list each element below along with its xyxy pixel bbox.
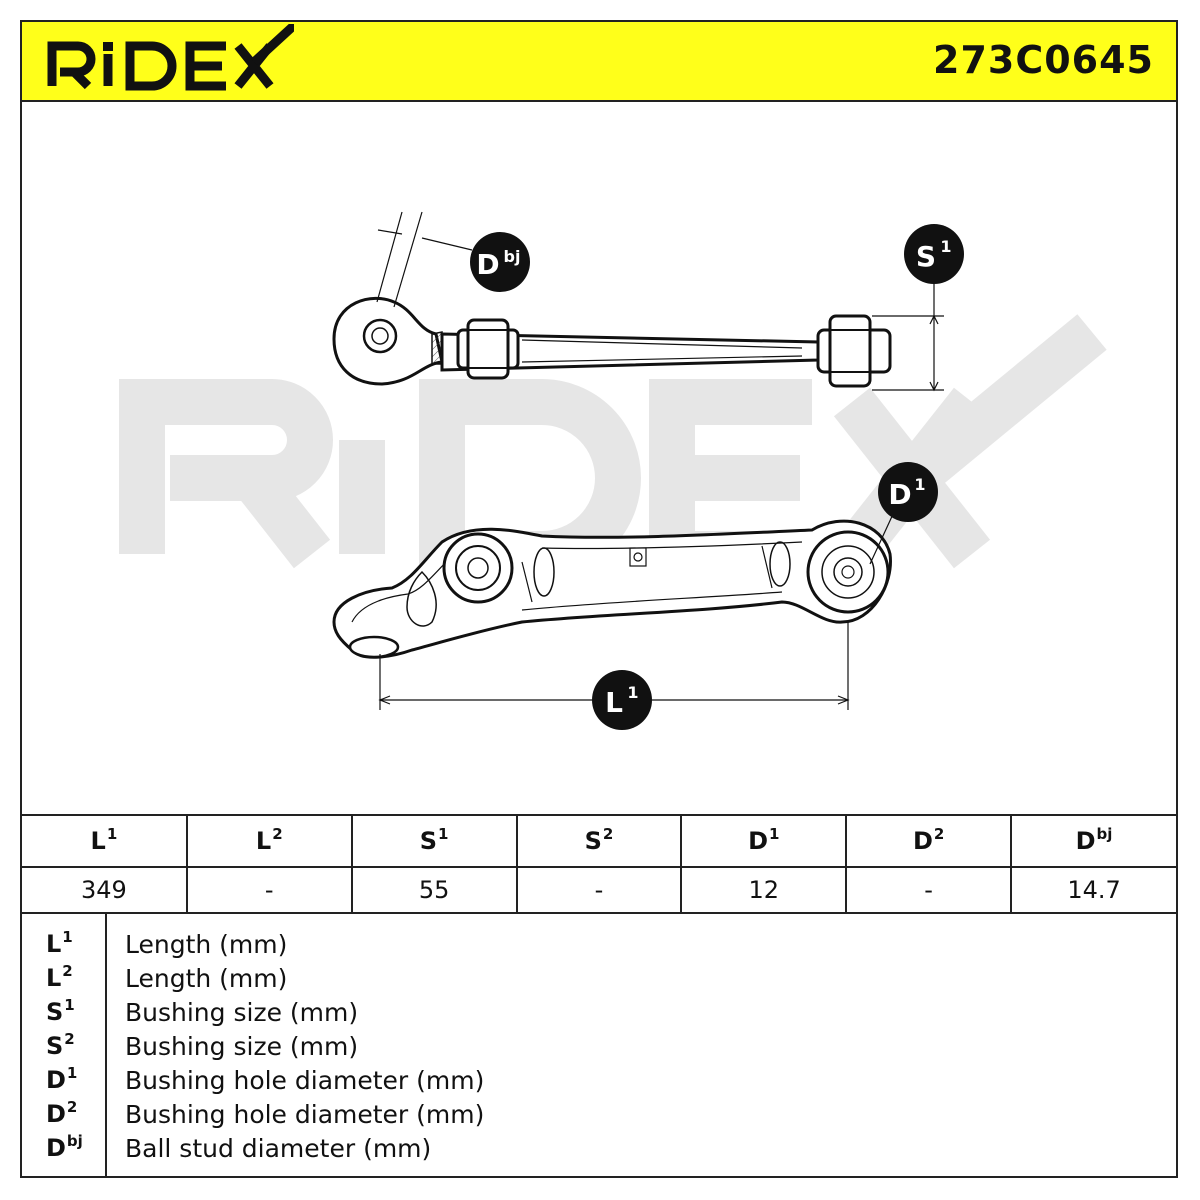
col-header-d2: D2 <box>846 816 1013 868</box>
specs-value-row: 349 - 55 - 12 - 14.7 <box>22 867 1176 912</box>
value-l1: 349 <box>22 867 188 912</box>
legend-desc: Bushing size (mm) <box>125 998 359 1027</box>
col-header-l1: L1 <box>22 816 188 868</box>
legend-item: S2 Bushing size (mm) <box>22 1030 1176 1066</box>
col-header-l2: L2 <box>186 816 353 868</box>
dim-bushing-hole-leader <box>869 511 895 565</box>
legend-item: Dbj Ball stud diameter (mm) <box>22 1132 1176 1168</box>
value-dbj: 14.7 <box>1067 876 1121 904</box>
technical-drawing: D bj S 1 D 1 L 1 <box>22 102 1176 814</box>
control-arm-side-view <box>332 519 892 659</box>
col-header-s2: S2 <box>516 816 683 868</box>
dim-bushing-size <box>872 282 944 392</box>
legend-desc: Length (mm) <box>125 964 288 993</box>
legend-item: L1 Length (mm) <box>22 928 1176 964</box>
svg-text:1: 1 <box>940 237 951 256</box>
legend-key: S1 <box>46 996 75 1026</box>
svg-text:D: D <box>476 248 499 281</box>
legend-divider <box>105 914 107 1176</box>
legend-desc: Ball stud diameter (mm) <box>125 1134 432 1163</box>
header-bar: 273C0645 <box>22 22 1176 102</box>
callout-length: L 1 <box>592 670 652 730</box>
legend-desc: Bushing size (mm) <box>125 1032 359 1061</box>
col-header-d1: D1 <box>681 816 848 868</box>
value-d1: 12 <box>681 867 848 912</box>
legend-key: Dbj <box>46 1132 83 1162</box>
svg-text:1: 1 <box>914 475 925 494</box>
col-header-s1: S1 <box>351 816 518 868</box>
value-s1: 55 <box>351 867 518 912</box>
svg-text:bj: bj <box>504 247 521 266</box>
value-l2: - <box>186 867 353 912</box>
legend-key: L2 <box>46 962 73 992</box>
dim-ball-stud <box>376 211 473 308</box>
spec-sheet-frame: 273C0645 <box>20 20 1178 1178</box>
legend-key: S2 <box>46 1030 75 1060</box>
legend-key: D2 <box>46 1098 78 1128</box>
specs-header-row: L1 L2 S1 S2 D1 D2 Dbj <box>22 816 1176 868</box>
callout-bushing-size: S 1 <box>904 224 964 284</box>
legend-item: D1 Bushing hole diameter (mm) <box>22 1064 1176 1100</box>
legend: L1 Length (mm) L2 Length (mm) S1 Bushing… <box>22 914 1176 1176</box>
col-header-dbj: Dbj <box>1011 816 1176 868</box>
value-d2: - <box>846 867 1013 912</box>
legend-key: L1 <box>46 928 73 958</box>
svg-text:L: L <box>605 686 623 719</box>
legend-item: S1 Bushing size (mm) <box>22 996 1176 1032</box>
legend-item: L2 Length (mm) <box>22 962 1176 998</box>
callout-ball-stud: D bj <box>470 232 530 292</box>
legend-item: D2 Bushing hole diameter (mm) <box>22 1098 1176 1134</box>
ridex-logo <box>47 24 294 91</box>
legend-key: D1 <box>46 1064 78 1094</box>
svg-text:1: 1 <box>627 683 638 702</box>
legend-desc: Bushing hole diameter (mm) <box>125 1066 485 1095</box>
value-s2: - <box>516 867 683 912</box>
control-arm-top-view <box>332 296 892 388</box>
legend-desc: Bushing hole diameter (mm) <box>125 1100 485 1129</box>
svg-text:D: D <box>888 478 911 511</box>
callout-bushing-hole: D 1 <box>878 462 938 522</box>
specs-table: L1 L2 S1 S2 D1 D2 Dbj 349 - 55 - 12 - 14… <box>22 814 1176 914</box>
legend-desc: Length (mm) <box>125 930 288 959</box>
part-number: 273C0645 <box>933 38 1154 82</box>
svg-text:S: S <box>916 240 936 273</box>
